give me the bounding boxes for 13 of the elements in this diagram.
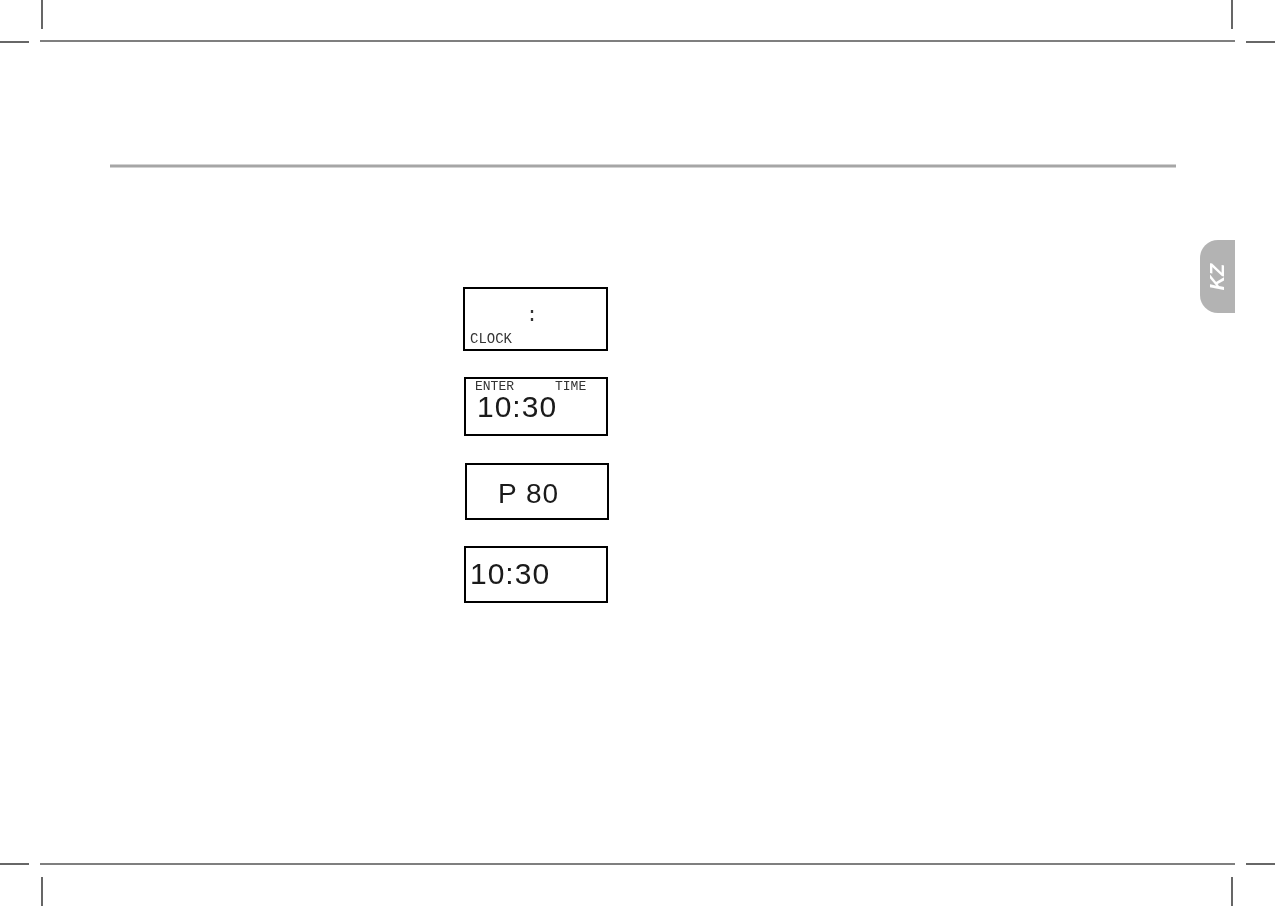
lcd-display	[464, 546, 608, 603]
language-code: KZ	[1207, 263, 1228, 290]
lcd-display	[463, 287, 608, 351]
display-indicator: CLOCK	[470, 332, 512, 346]
display-reading: P 80	[498, 480, 560, 508]
display-indicator: ENTER	[475, 380, 514, 393]
lcd-display	[464, 377, 608, 436]
lcd-display	[465, 463, 609, 520]
display-indicator: TIME	[555, 380, 587, 393]
display-separator: :	[526, 306, 538, 326]
language-tab	[1200, 240, 1235, 313]
display-reading: 10:30	[470, 559, 551, 589]
display-reading: 10:30	[477, 392, 558, 422]
